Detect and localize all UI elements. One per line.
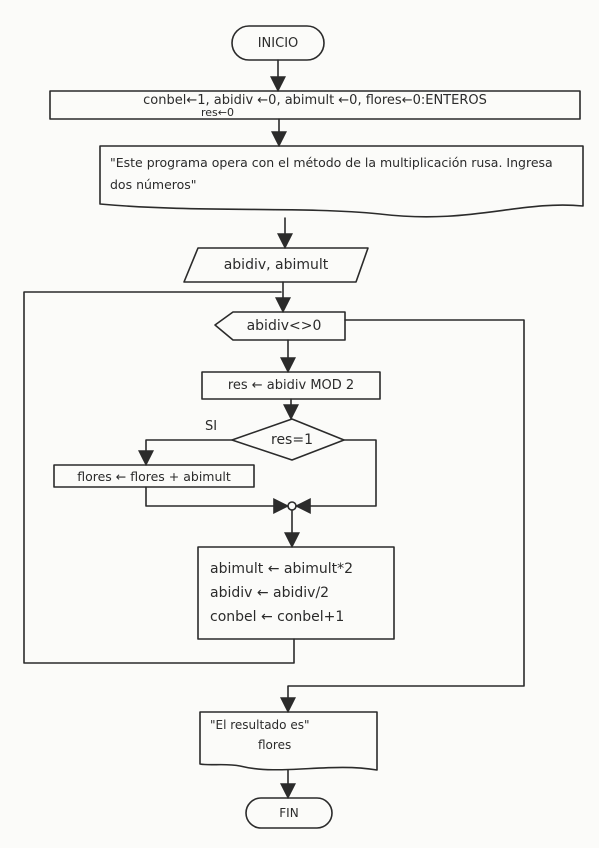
decision-yes-label: SI <box>205 419 218 434</box>
flores-update: flores ← flores + abimult <box>77 468 231 484</box>
flores-update-shape <box>53 464 255 488</box>
message-output: "Este programa opera con el método de la… <box>110 155 553 192</box>
input-parallelogram-shape <box>183 247 369 283</box>
loop-condition-shape <box>214 311 346 341</box>
loop-condition: abidiv<>0 <box>246 318 322 334</box>
init-statement: conbel←1, abidiv ←0, abimult ←0, flores←… <box>143 93 487 108</box>
result-output-line1: "El resultado es" <box>210 718 310 732</box>
start-terminal: INICIO <box>257 35 299 51</box>
update-conbel: conbel ← conbel+1 <box>210 609 345 625</box>
end-terminal: FIN <box>279 806 299 820</box>
input-data: abidiv, abimult <box>223 257 329 273</box>
message-document-shape <box>99 145 584 218</box>
assign-res: res ← abidiv MOD 2 <box>227 378 355 393</box>
init-statement-res: res←0 <box>201 106 234 119</box>
update-abimult: abimult ← abimult*2 <box>210 561 354 577</box>
update-block: abimult ← abimult*2 abidiv ← abidiv/2 co… <box>198 547 394 639</box>
connector-circle <box>287 501 297 511</box>
init-process-shape <box>49 90 581 120</box>
result-document-shape <box>199 711 378 771</box>
update-abidiv: abidiv ← abidiv/2 <box>210 585 330 601</box>
result-output-line2: flores <box>258 738 292 752</box>
decision-condition: res=1 <box>271 432 313 448</box>
